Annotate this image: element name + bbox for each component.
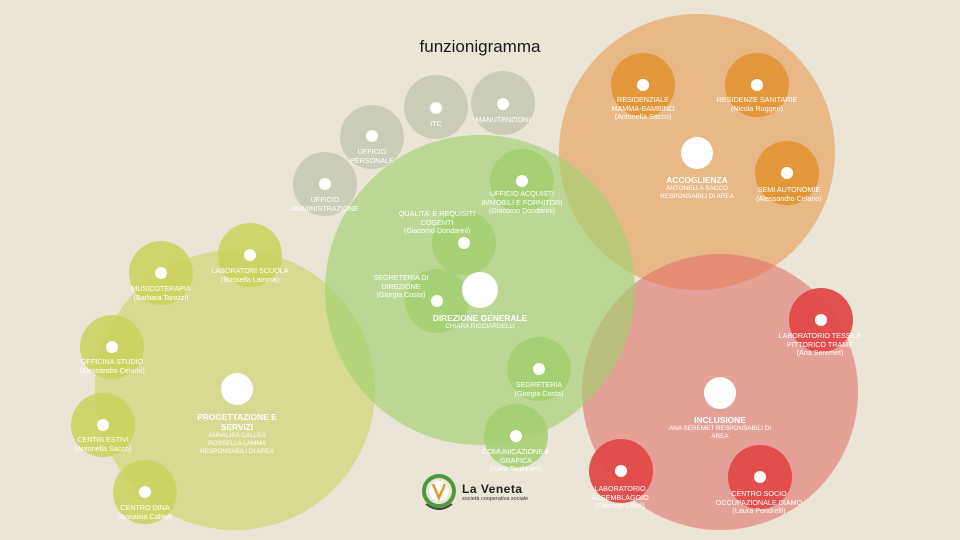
node-label: UFFICIO PERSONALE xyxy=(350,147,394,165)
node-sub: (Antonella Sacco) xyxy=(74,443,132,453)
node-sub: (Laura Pondrelli) xyxy=(732,506,786,516)
node-label: LABORATORIO TESSILE PITTORICO TRAME xyxy=(778,331,862,349)
node-ufficio-personale: UFFICIO PERSONALE xyxy=(342,147,402,165)
node-ufficio-amministrazione: UFFICIO AMMINISTRAZIONE xyxy=(285,195,365,213)
dot-accoglienza xyxy=(681,137,713,169)
node-label: MANUTENZIONI xyxy=(475,115,531,124)
node-label: DIREZIONE GENERALE xyxy=(432,313,528,323)
node-sub: (Rossella Lamma) xyxy=(220,274,280,284)
node-label: INCLUSIONE xyxy=(694,415,746,425)
dot-itc xyxy=(430,102,442,114)
node-label: ACCOGLIENZA xyxy=(666,175,728,185)
node-label: SEMI AUTONOMIE xyxy=(757,185,821,194)
dot-lab-scuola xyxy=(244,249,256,261)
node-label: SEGRETERIA DI DIREZIONE xyxy=(373,273,429,291)
dot-lab-assemblaggio xyxy=(615,465,627,477)
logo-tagline: società cooperativa sociale xyxy=(462,496,529,502)
node-sub: ANA SEREMET RESPONSABILI DI AREA xyxy=(668,425,772,440)
node-label: QUALITA' E REQUISITI COGENTI xyxy=(398,209,476,227)
node-itc: ITC xyxy=(361,119,511,129)
node-centri-estivi: CENTRI ESTIVI(Antonella Sacco) xyxy=(28,435,178,453)
node-sub: (Ana Seremet) xyxy=(796,348,844,358)
dot-lab-tessile xyxy=(815,314,827,326)
node-label: ITC xyxy=(430,119,442,128)
dot-centro-socio xyxy=(754,471,766,483)
dot-qualita xyxy=(458,237,470,249)
node-sub: (Giacomo Dondarini) xyxy=(403,226,471,236)
node-sub: (Nicola Ruggeri) xyxy=(731,103,783,113)
node-comunicazione: COMUNICAZIONE E GRAFICA(Sara Tagliavini) xyxy=(476,447,556,474)
node-sub: CHIARA RICCIARDELLI xyxy=(445,323,515,331)
node-lab-tessile: LABORATORIO TESSILE PITTORICO TRAME(Ana … xyxy=(765,331,875,358)
dot-ufficio-amministrazione xyxy=(319,178,331,190)
node-label: LABORATORIO ASSEMBLAGGIO xyxy=(591,484,649,502)
node-semi-autonomie: SEMI AUTONOMIE(Alessandro Celano) xyxy=(714,185,864,203)
node-sub: ANTONELLA SACCO RESPONSABILI DI AREA xyxy=(660,185,734,200)
node-label: RESIDENZIALE MAMMA-BAMBINO xyxy=(611,95,675,113)
dot-ufficio-acquisti xyxy=(516,175,528,187)
dot-officina-studio xyxy=(106,341,118,353)
node-officina-studio: OFFICINA STUDIO(Alessandro Celano) xyxy=(37,357,187,375)
node-sub: (Giorgia Costa) xyxy=(376,290,426,300)
node-label: COMUNICAZIONE E GRAFICA xyxy=(482,447,550,465)
node-sub: (Alessandro Celano) xyxy=(756,193,822,203)
dot-segreteria-direzione xyxy=(431,295,443,307)
node-label: MUSICOTERAPIA xyxy=(131,284,191,293)
dot-residenziale xyxy=(637,79,649,91)
node-manutenzioni: MANUTENZIONI xyxy=(428,115,578,125)
node-sub: (Alessandro Celano) xyxy=(79,365,145,375)
node-lab-assemblaggio: LABORATORIO ASSEMBLAGGIO(Fabrizio Giliol… xyxy=(585,484,655,511)
dot-ufficio-personale xyxy=(366,130,378,142)
node-sub: (Annalisa Callea) xyxy=(117,511,173,521)
dot-centro-dina xyxy=(139,486,151,498)
node-sub: (Fabrizio Gilioli) xyxy=(595,501,645,511)
node-sub: (Sara Tagliavini) xyxy=(490,464,542,474)
dot-residenze-sanitarie xyxy=(751,79,763,91)
node-label: UFFICIO AMMINISTRAZIONE xyxy=(291,195,359,213)
node-qualita: QUALITA' E REQUISITI COGENTI(Giacomo Don… xyxy=(392,209,482,236)
logo-mark-icon xyxy=(422,474,456,510)
node-centro-socio: CENTRO SOCIO OCCUPAZIONALE DIAMO(Laura P… xyxy=(709,489,809,516)
node-label: CENTRO DINA xyxy=(120,503,170,512)
node-label: CENTRO SOCIO OCCUPAZIONALE DIAMO xyxy=(715,489,803,507)
dot-segreteria xyxy=(533,363,545,375)
dot-musicoterapia xyxy=(155,267,167,279)
node-label: LABORATORI SCUOLA xyxy=(211,266,289,275)
node-label: PROGETTAZIONE E SERVIZI xyxy=(197,412,277,433)
dot-semi-autonomie xyxy=(781,167,793,179)
node-label: UFFICIO ACQUISTI IMMOBILI E FORNITORI xyxy=(481,189,563,207)
node-sub: ANNALISA CALLEA ROSSELLA LAMMA RESPONSAB… xyxy=(200,432,274,455)
node-sub: (Barbara Tarozzi) xyxy=(133,292,189,302)
node-label: OFFICINA STUDIO xyxy=(80,357,144,366)
node-lab-scuola: LABORATORI SCUOLA(Rossella Lamma) xyxy=(175,266,325,284)
node-sub: (Giorgia Costa) xyxy=(514,388,564,398)
node-centro-dina: CENTRO DINA(Annalisa Callea) xyxy=(70,503,220,521)
node-residenze-sanitarie: RESIDENZE SANITARIE(Nicola Ruggeri) xyxy=(682,95,832,113)
node-musicoterapia: MUSICOTERAPIA(Barbara Tarozzi) xyxy=(86,284,236,302)
la-veneta-logo: La Veneta società cooperativa sociale xyxy=(420,474,580,514)
node-segreteria-direzione: SEGRETERIA DI DIREZIONE(Giorgia Costa) xyxy=(366,273,436,300)
dot-direzione-generale xyxy=(462,272,498,308)
page-title: funzionigramma xyxy=(419,37,541,56)
node-label: CENTRI ESTIVI xyxy=(77,435,129,444)
dot-progettazione xyxy=(221,373,253,405)
dot-comunicazione xyxy=(510,430,522,442)
dot-manutenzioni xyxy=(497,98,509,110)
node-sub: (Giacomo Dondarini) xyxy=(488,206,556,216)
node-dots xyxy=(97,79,827,498)
logo-name: La Veneta xyxy=(462,482,523,496)
node-label: SEGRETERIA xyxy=(515,380,563,389)
node-segreteria: SEGRETERIA(Giorgia Costa) xyxy=(464,380,614,398)
node-residenziale: RESIDENZIALE MAMMA-BAMBINO(Antonella Sac… xyxy=(603,95,683,122)
node-ufficio-acquisti: UFFICIO ACQUISTI IMMOBILI E FORNITORI(Gi… xyxy=(477,189,567,216)
node-label: RESIDENZE SANITARIE xyxy=(716,95,798,104)
node-sub: (Antonella Sacco) xyxy=(614,112,672,122)
dot-inclusione xyxy=(704,377,736,409)
dot-centri-estivi xyxy=(97,419,109,431)
